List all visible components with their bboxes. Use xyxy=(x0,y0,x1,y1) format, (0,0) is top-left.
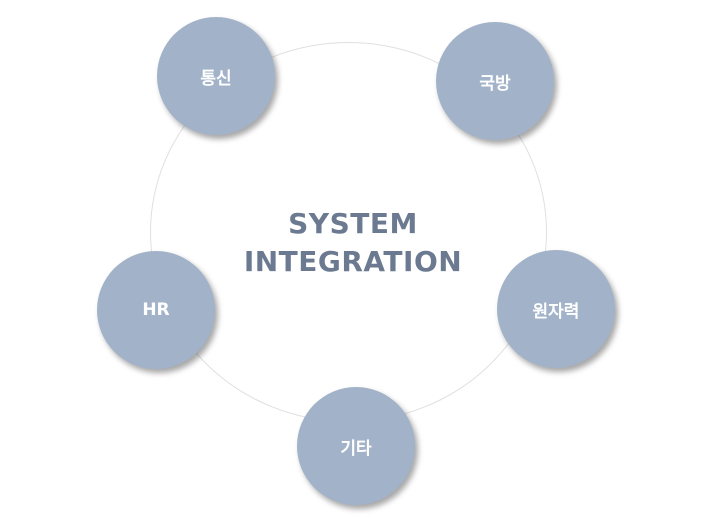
center-title: SYSTEM INTEGRATION xyxy=(228,205,478,281)
node-nuclear-label: 원자력 xyxy=(532,301,580,322)
node-hr: HR xyxy=(97,251,215,369)
node-defense: 국방 xyxy=(436,22,554,140)
node-telecom-label: 통신 xyxy=(200,68,232,89)
node-other-label: 기타 xyxy=(340,438,372,459)
node-nuclear: 원자력 xyxy=(497,250,615,368)
node-defense-label: 국방 xyxy=(479,73,511,94)
center-title-line-1: SYSTEM xyxy=(288,207,418,240)
node-hr-label: HR xyxy=(142,300,170,320)
node-telecom: 통신 xyxy=(157,17,275,135)
center-title-line-2: INTEGRATION xyxy=(243,245,463,278)
node-other: 기타 xyxy=(297,387,415,505)
